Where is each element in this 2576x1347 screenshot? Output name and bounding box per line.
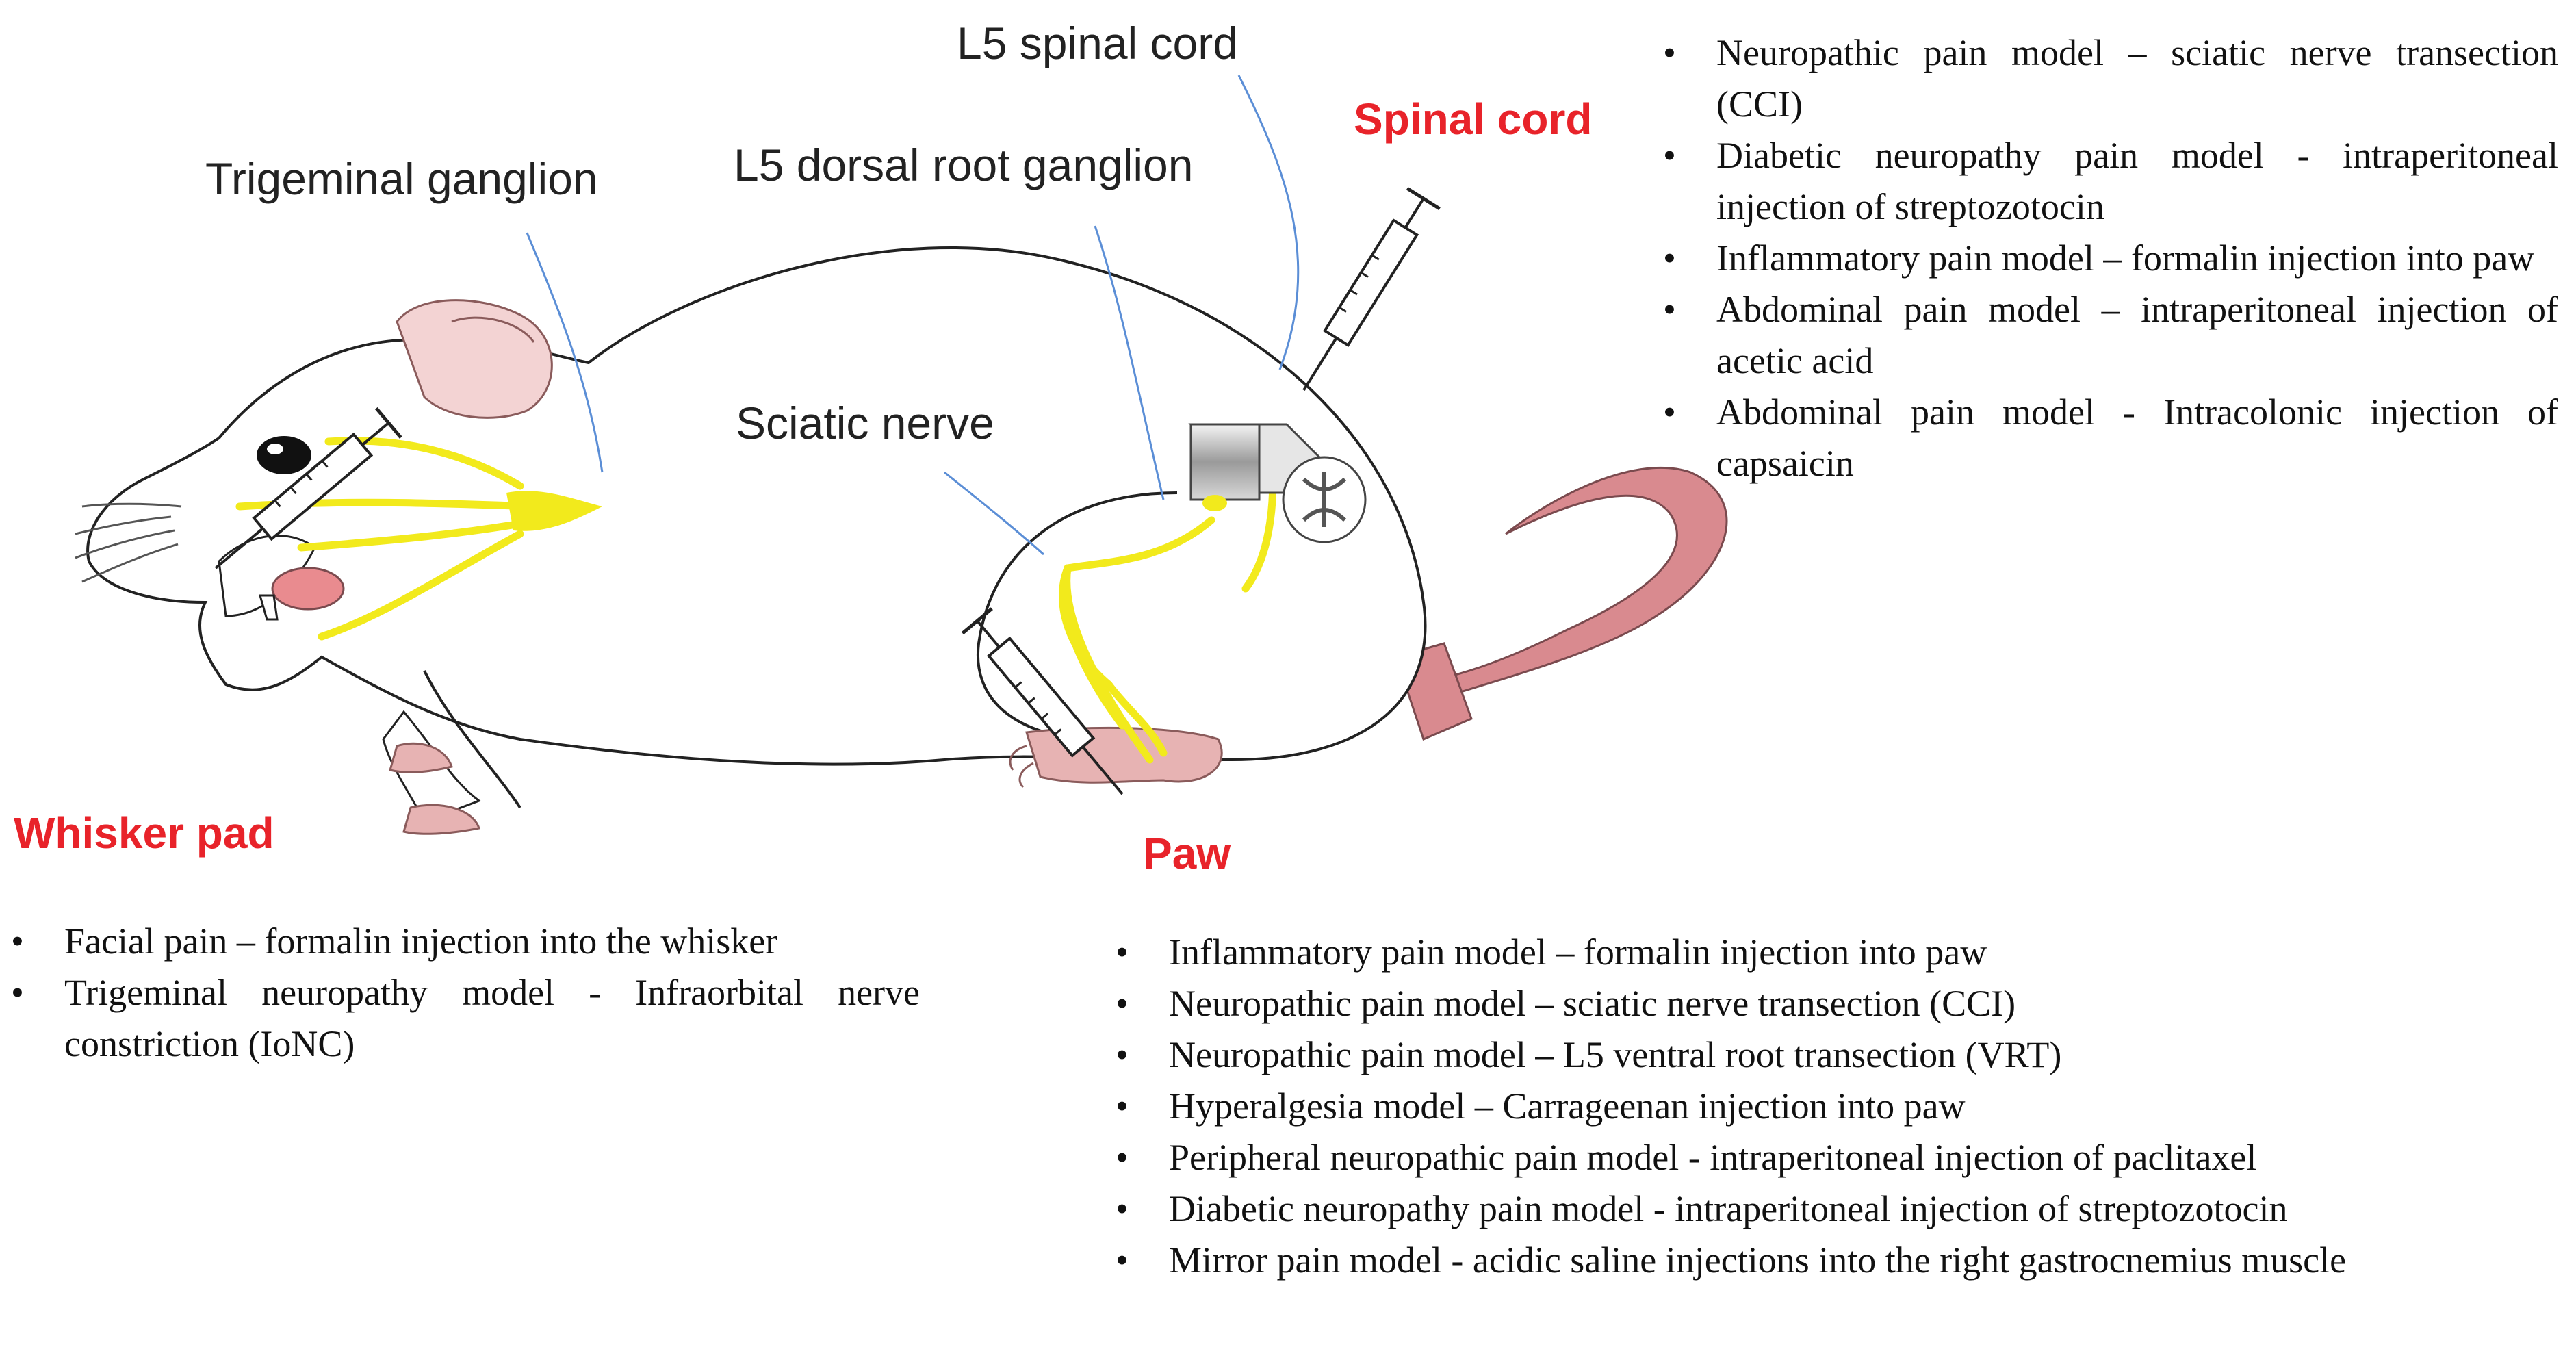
pointer-spinal-cord <box>1237 75 1300 370</box>
ear <box>396 299 553 419</box>
tail <box>1408 466 1728 706</box>
eye <box>257 436 311 474</box>
front-paw-1 <box>389 742 453 773</box>
label-l5-dorsal-root-ganglion: L5 dorsal root ganglion <box>734 140 1194 190</box>
front-paw-2 <box>402 804 480 835</box>
list-item: Neuropathic pain model – sciatic nerve t… <box>1655 27 2558 130</box>
label-l5-spinal-cord: L5 spinal cord <box>957 18 1238 68</box>
syringe-spinal <box>1302 187 1441 392</box>
pointer-trigeminal <box>526 232 604 473</box>
list-item: Hyperalgesia model – Carrageenan injecti… <box>1107 1081 2558 1132</box>
pointer-sciatic <box>944 471 1044 556</box>
site-label-paw: Paw <box>1143 829 1231 878</box>
list-item: Facial pain – formalin injection into th… <box>3 916 920 967</box>
paw-model-list: Inflammatory pain model – formalin injec… <box>1107 927 2558 1286</box>
tongue <box>271 567 345 611</box>
list-item: Mirror pain model - acidic saline inject… <box>1107 1235 2558 1286</box>
list-item: Trigeminal neuropathy model - Infraorbit… <box>3 967 920 1070</box>
label-trigeminal-ganglion: Trigeminal ganglion <box>205 153 598 204</box>
syringe-paw <box>961 607 1124 795</box>
whisker-pad-model-list: Facial pain – formalin injection into th… <box>3 916 920 1070</box>
syringe-whisker <box>214 407 402 569</box>
l5-drg <box>1202 495 1227 511</box>
spinal-cord-segment <box>1188 423 1367 543</box>
list-item: Neuropathic pain model – sciatic nerve t… <box>1107 978 2558 1029</box>
list-item: Abdominal pain model - Intracolonic inje… <box>1655 387 2558 489</box>
trigeminal-ganglion <box>506 491 602 531</box>
whiskers <box>75 502 182 583</box>
pointer-drg <box>1094 225 1165 500</box>
list-item: Diabetic neuropathy pain model - intrape… <box>1655 130 2558 233</box>
list-item: Inflammatory pain model – formalin injec… <box>1107 927 2558 978</box>
spinal-cord-model-list: Neuropathic pain model – sciatic nerve t… <box>1655 27 2558 489</box>
list-item: Diabetic neuropathy pain model - intrape… <box>1107 1183 2558 1235</box>
list-item: Abdominal pain model – intraperitoneal i… <box>1655 284 2558 387</box>
list-item: Peripheral neuropathic pain model - intr… <box>1107 1132 2558 1183</box>
site-label-spinal-cord: Spinal cord <box>1354 94 1593 144</box>
label-sciatic-nerve: Sciatic nerve <box>736 398 994 448</box>
list-item: Neuropathic pain model – L5 ventral root… <box>1107 1029 2558 1081</box>
list-item: Inflammatory pain model – formalin injec… <box>1655 233 2558 284</box>
site-label-whisker-pad: Whisker pad <box>14 808 274 858</box>
